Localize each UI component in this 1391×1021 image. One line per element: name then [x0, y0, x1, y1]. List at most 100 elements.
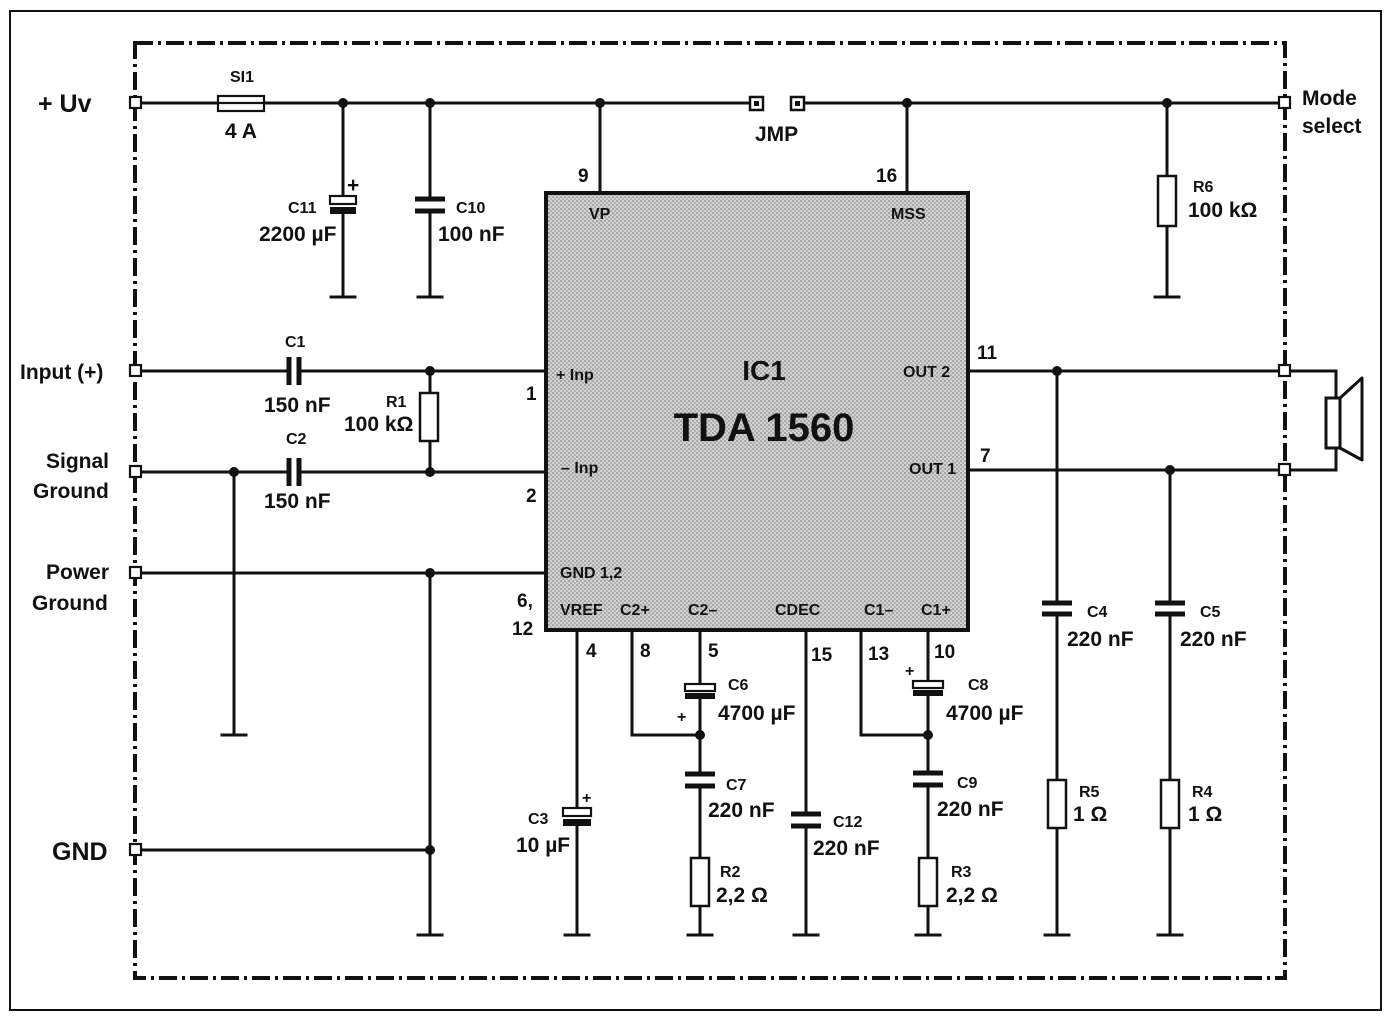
- terminal-signal-ground-label-1: Signal: [46, 450, 109, 473]
- capacitor-c12: [791, 811, 821, 829]
- resistor-r2: [689, 856, 711, 908]
- capacitor-c11: [328, 194, 358, 214]
- polarity-c6: +: [677, 709, 686, 726]
- ground-symbols: [220, 295, 1184, 937]
- ic-pin-c2m: C2–: [688, 602, 717, 619]
- ic-part: TDA 1560: [674, 406, 855, 450]
- terminal-mode-select-label-2: select: [1302, 115, 1362, 138]
- label-c7-ref: C7: [726, 777, 747, 794]
- wires: [134, 101, 1338, 937]
- label-r3-ref: R3: [951, 864, 972, 881]
- label-r6-value: 100 kΩ: [1188, 199, 1257, 222]
- terminal-power-ground-label-2: Ground: [32, 592, 108, 615]
- outer-frame: [9, 10, 1382, 1011]
- terminal-uv-label: + Uv: [38, 90, 92, 118]
- label-c12-value: 220 nF: [813, 837, 880, 860]
- label-c2-value: 150 nF: [264, 490, 331, 513]
- label-c6-value: 4700 µF: [718, 702, 796, 725]
- terminal-power-ground-label-1: Power: [46, 561, 109, 584]
- jumper-jmp: [748, 95, 806, 112]
- capacitor-c6: [683, 682, 717, 699]
- terminal-gnd-label: GND: [52, 838, 108, 866]
- terminal-mode-select-label-1: Mode: [1302, 87, 1357, 110]
- label-c9-value: 220 nF: [937, 798, 1004, 821]
- ic-pin-c1m: C1–: [864, 602, 893, 619]
- pin-number-8: 8: [640, 641, 651, 662]
- capacitor-c7: [685, 771, 715, 789]
- capacitor-c3: [561, 806, 593, 826]
- board-outline: [133, 41, 1287, 980]
- label-c2-ref: C2: [286, 431, 307, 448]
- ic-pin-inp-pos: + Inp: [556, 367, 594, 384]
- label-c3-ref: C3: [528, 811, 549, 828]
- label-c5-value: 220 nF: [1180, 628, 1247, 651]
- terminals: [128, 95, 1292, 857]
- label-si1-value: 4 A: [225, 120, 257, 143]
- pin-number-1: 1: [526, 384, 537, 405]
- pin-number-6: 6,: [517, 591, 533, 612]
- resistor-r6: [1156, 174, 1178, 228]
- pin-number-16: 16: [876, 166, 897, 187]
- capacitor-c2: [286, 458, 302, 486]
- pin-number-13: 13: [868, 644, 889, 665]
- polarity-c11: +: [347, 174, 359, 197]
- label-c6-ref: C6: [728, 677, 749, 694]
- label-c3-value: 10 µF: [516, 834, 570, 857]
- label-c4-value: 220 nF: [1067, 628, 1134, 651]
- ic-pin-mss: MSS: [891, 206, 926, 223]
- ic-ref: IC1: [742, 355, 786, 386]
- label-r2-value: 2,2 Ω: [716, 884, 768, 907]
- ic-body: [544, 191, 970, 632]
- label-r5-value: 1 Ω: [1073, 803, 1107, 826]
- ic-pin-out1: OUT 1: [909, 461, 956, 478]
- pin-number-15: 15: [811, 645, 833, 666]
- ic-pin-c1p: C1+: [921, 602, 951, 619]
- label-c8-value: 4700 µF: [946, 702, 1024, 725]
- label-r4-ref: R4: [1192, 784, 1213, 801]
- label-c8-ref: C8: [968, 677, 989, 694]
- label-r6-ref: R6: [1193, 179, 1214, 196]
- label-c11-value: 2200 µF: [259, 223, 337, 246]
- pin-number-5: 5: [708, 641, 719, 662]
- ic-pin-gnd12: GND 1,2: [560, 565, 622, 582]
- pin-number-10: 10: [934, 642, 955, 663]
- pin-number-9: 9: [578, 166, 589, 187]
- capacitor-c10: [415, 196, 445, 214]
- ic-pin-vp: VP: [589, 206, 611, 223]
- ic-pin-out2: OUT 2: [903, 364, 950, 381]
- label-c4-ref: C4: [1087, 604, 1108, 621]
- capacitor-c4: [1042, 600, 1072, 617]
- label-jmp-ref: JMP: [755, 123, 798, 146]
- junction-dots: [229, 98, 1175, 855]
- label-c1-ref: C1: [285, 334, 306, 351]
- label-c5-ref: C5: [1200, 604, 1221, 621]
- ic-pin-c2p: C2+: [620, 602, 650, 619]
- label-c1-value: 150 nF: [264, 394, 331, 417]
- ic-pin-cdec: CDEC: [775, 602, 821, 619]
- pin-number-11: 11: [977, 343, 998, 364]
- capacitor-c5: [1155, 600, 1185, 617]
- resistor-r1: [418, 391, 440, 443]
- capacitor-c9: [913, 770, 943, 788]
- pin-number-12: 12: [512, 619, 533, 640]
- label-r5-ref: R5: [1079, 784, 1100, 801]
- ic-pin-inp-neg: – Inp: [561, 460, 599, 477]
- label-c7-value: 220 nF: [708, 799, 775, 822]
- label-c10-value: 100 nF: [438, 223, 505, 246]
- label-r1-ref: R1: [386, 394, 407, 411]
- capacitor-c8: [911, 679, 945, 696]
- label-r3-value: 2,2 Ω: [946, 884, 998, 907]
- label-si1-ref: SI1: [230, 69, 254, 86]
- label-r1-value: 100 kΩ: [344, 413, 413, 436]
- pin-number-4: 4: [586, 641, 597, 662]
- terminal-signal-ground-label-2: Ground: [33, 480, 109, 503]
- polarity-c8: +: [905, 663, 914, 680]
- terminal-input-label: Input (+): [20, 361, 103, 384]
- resistor-r4: [1159, 778, 1181, 830]
- polarity-c3: +: [582, 790, 591, 807]
- speaker-icon: [1324, 376, 1364, 462]
- label-c9-ref: C9: [957, 775, 978, 792]
- label-c11-ref: C11: [288, 200, 317, 217]
- resistor-r3: [917, 856, 939, 908]
